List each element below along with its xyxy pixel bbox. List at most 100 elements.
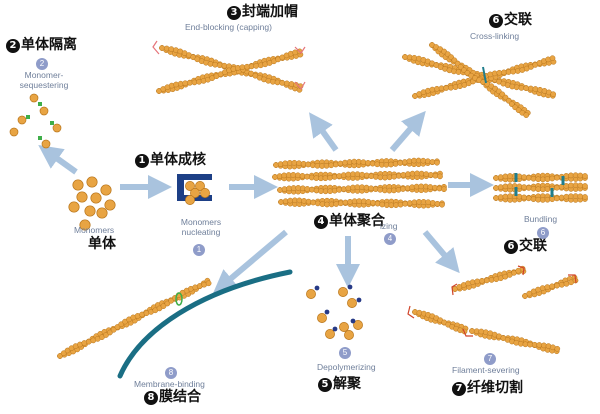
actin-subunit: [539, 285, 546, 291]
actin-subunit: [527, 341, 533, 348]
actin-subunit: [332, 161, 339, 168]
actin-subunit: [370, 199, 376, 206]
actin-monomer: [84, 205, 96, 217]
bundling-protein: [561, 176, 565, 185]
actin-subunit: [544, 176, 551, 182]
actin-subunit: [493, 195, 499, 201]
actin-subunit: [160, 303, 167, 309]
actin-monomer: [96, 207, 108, 219]
severed-filament-c: [412, 309, 469, 335]
actin-subunit: [411, 54, 418, 61]
actin-subunit: [516, 183, 523, 190]
nucleating-monomer: [185, 195, 195, 205]
actin-subunit: [391, 173, 398, 180]
actin-subunit: [518, 85, 525, 91]
actin-subunit: [488, 277, 495, 283]
depolymerized-monomer: [339, 322, 349, 332]
polymerizing-caption: izing: [380, 221, 398, 231]
monomer-beads: [9, 93, 363, 340]
crosslink-filament-c: [429, 42, 531, 118]
sequestered-monomer: [9, 127, 19, 137]
depolymerizing-caption: Depolymerizing: [317, 362, 376, 372]
bundle-filament-a: [493, 172, 588, 183]
actin-subunit: [173, 81, 179, 88]
actin-subunit: [521, 174, 527, 180]
actin-subunit: [424, 158, 431, 165]
arrows: [38, 110, 494, 294]
actin-subunit: [429, 200, 436, 206]
actin-subunit: [572, 193, 579, 199]
actin-subunit: [221, 62, 228, 69]
actin-subunit: [363, 184, 370, 191]
actin-subunit: [507, 183, 513, 189]
actin-subunit: [301, 198, 307, 204]
actin-subunit: [305, 161, 312, 168]
actin-subunit: [436, 185, 443, 192]
actin-monomer: [72, 179, 84, 191]
actin-subunit: [305, 198, 312, 205]
actin-subunit: [397, 160, 404, 166]
actin-subunit: [205, 280, 212, 287]
sequestering-protein: [50, 121, 54, 125]
actin-subunit: [331, 174, 338, 180]
sequestered-monomer: [41, 139, 51, 149]
depolymerized-monomer: [347, 298, 357, 308]
actin-subunit: [568, 193, 574, 200]
actin-subunit: [333, 201, 340, 207]
actin-subunit: [60, 350, 67, 357]
actin-subunit: [429, 159, 436, 165]
severed-filament-b: [522, 274, 579, 299]
actin-subunit: [279, 80, 286, 86]
foreground-marks: [26, 40, 577, 337]
nucleating-monomer: [200, 188, 210, 198]
actin-subunit: [437, 173, 443, 180]
arrow-polymer-to-membrane: [212, 229, 288, 294]
actin-monomer: [68, 201, 80, 213]
actin-subunit: [541, 342, 547, 349]
monomers-cn-label: 单体: [88, 236, 116, 252]
actin-subunit: [363, 172, 370, 179]
actin-monomer: [104, 199, 116, 211]
arrow-polymer-to-crosslink: [389, 110, 426, 152]
step-number-5: 5: [339, 347, 351, 359]
severed-filament-a: [452, 265, 527, 292]
depolymerizing-protein: [324, 309, 330, 315]
capping-protein: [152, 40, 160, 55]
actin-subunit: [402, 200, 409, 207]
actin-subunit: [497, 184, 504, 190]
actin-subunit: [434, 159, 440, 166]
bundle-filament-c: [493, 193, 588, 203]
step-number-1: 1: [193, 244, 205, 256]
actin-subunit: [432, 172, 439, 179]
severing-protein: [407, 305, 415, 319]
actin-subunit: [434, 200, 441, 207]
monomers-caption: Monomers: [74, 225, 115, 235]
depolymerizing-protein: [356, 297, 362, 303]
actin-subunit: [281, 186, 288, 192]
depolymerized-monomer: [325, 329, 335, 339]
actin-subunit: [314, 200, 321, 207]
severing-protein: [462, 328, 473, 337]
actin-subunit: [469, 328, 475, 334]
actin-subunit: [274, 79, 281, 86]
actin-subunit: [516, 173, 523, 180]
actin-subunit: [369, 160, 376, 167]
membrane-caption: Membrane-binding: [134, 379, 205, 389]
nucleating-monomer: [190, 188, 200, 198]
actin-subunit: [438, 85, 445, 92]
sequestering-protein: [26, 115, 30, 119]
actin-subunit: [483, 277, 490, 284]
actin-subunit: [544, 196, 551, 203]
actin-subunit: [577, 172, 584, 179]
bundling-caption: Bundling: [524, 214, 558, 224]
step-number-2: 2: [36, 58, 48, 70]
severing-caption: Filament-severing: [452, 365, 520, 375]
bundling-protein: [514, 173, 518, 182]
step-number-7: 7: [484, 353, 496, 365]
capping-filament-b: [156, 48, 304, 94]
actin-monomer: [90, 192, 102, 204]
depolymerized-monomer: [344, 330, 354, 340]
step-number-8: 8: [165, 367, 177, 379]
